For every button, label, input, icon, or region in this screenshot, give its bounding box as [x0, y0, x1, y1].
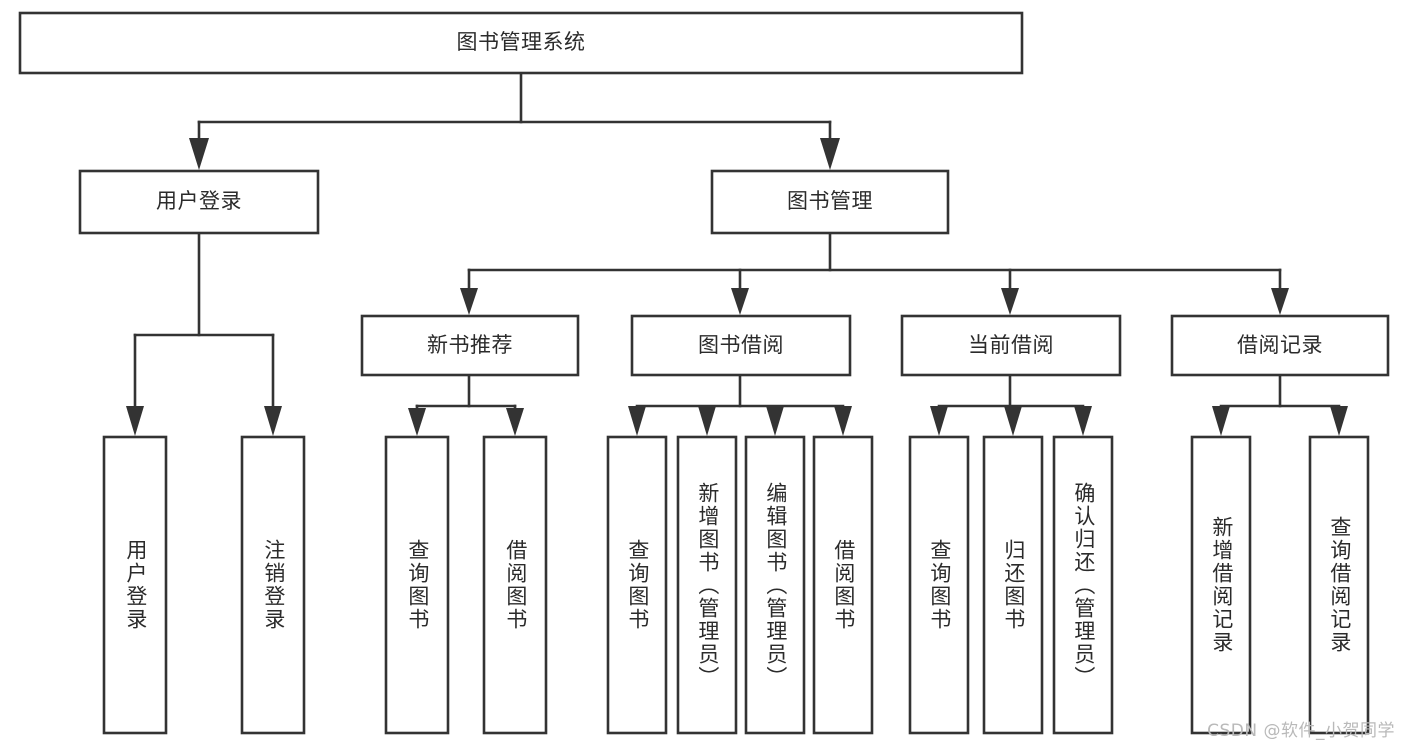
arrow-head-borrow-record	[1271, 288, 1289, 315]
arrow-head-leaf-add-borrow-record	[1212, 406, 1230, 436]
arrow-head-leaf-query-borrow-record	[1330, 406, 1348, 436]
node-box-leaf-query-book-current[interactable]	[908, 435, 970, 735]
node-box-leaf-user-login[interactable]	[102, 435, 168, 735]
arrow-head-leaf-query-book-recommend	[408, 408, 426, 436]
arrow-head-book-borrow	[731, 288, 749, 315]
node-box-user-login[interactable]	[78, 169, 320, 235]
connector-layer	[126, 71, 1348, 436]
arrow-head-leaf-query-book-current	[930, 406, 948, 436]
arrow-head-book-management	[820, 138, 840, 170]
arrow-head-leaf-user-login	[126, 406, 144, 436]
arrow-head-leaf-confirm-return-admin	[1074, 406, 1092, 436]
node-box-leaf-query-borrow-record[interactable]	[1308, 435, 1370, 735]
arrow-head-leaf-logout	[264, 406, 282, 436]
node-box-leaf-borrow-book[interactable]	[812, 435, 874, 735]
arrow-head-leaf-return-book	[1004, 406, 1022, 436]
arrow-head-leaf-borrow-book-recommend	[506, 408, 524, 436]
node-box-borrow-record[interactable]	[1170, 314, 1390, 377]
node-box-leaf-query-book-borrow[interactable]	[606, 435, 668, 735]
arrow-head-new-book-recommend	[460, 288, 478, 315]
arrow-head-leaf-borrow-book	[834, 406, 852, 436]
node-box-root[interactable]	[18, 11, 1024, 75]
arrow-head-leaf-query-book-borrow	[628, 406, 646, 436]
node-box-leaf-confirm-return-admin[interactable]	[1052, 435, 1114, 735]
node-box-new-book-recommend[interactable]	[360, 314, 580, 377]
arrow-head-current-borrow	[1001, 288, 1019, 315]
node-box-leaf-borrow-book-recommend[interactable]	[482, 435, 548, 735]
csdn-watermark: CSDN @软件_小贺同学	[1207, 721, 1395, 741]
node-box-book-borrow[interactable]	[630, 314, 852, 377]
node-box-layer	[18, 11, 1390, 735]
arrow-head-leaf-edit-book-admin	[766, 406, 784, 436]
node-box-leaf-add-borrow-record[interactable]	[1190, 435, 1252, 735]
node-box-current-borrow[interactable]	[900, 314, 1122, 377]
node-box-leaf-edit-book-admin[interactable]	[744, 435, 806, 735]
node-box-leaf-query-book-recommend[interactable]	[384, 435, 450, 735]
arrow-head-leaf-add-book-admin	[698, 406, 716, 436]
node-box-leaf-logout[interactable]	[240, 435, 306, 735]
node-box-book-management[interactable]	[710, 169, 950, 235]
node-box-leaf-return-book[interactable]	[982, 435, 1044, 735]
arrow-head-user-login	[189, 138, 209, 170]
node-box-leaf-add-book-admin[interactable]	[676, 435, 738, 735]
